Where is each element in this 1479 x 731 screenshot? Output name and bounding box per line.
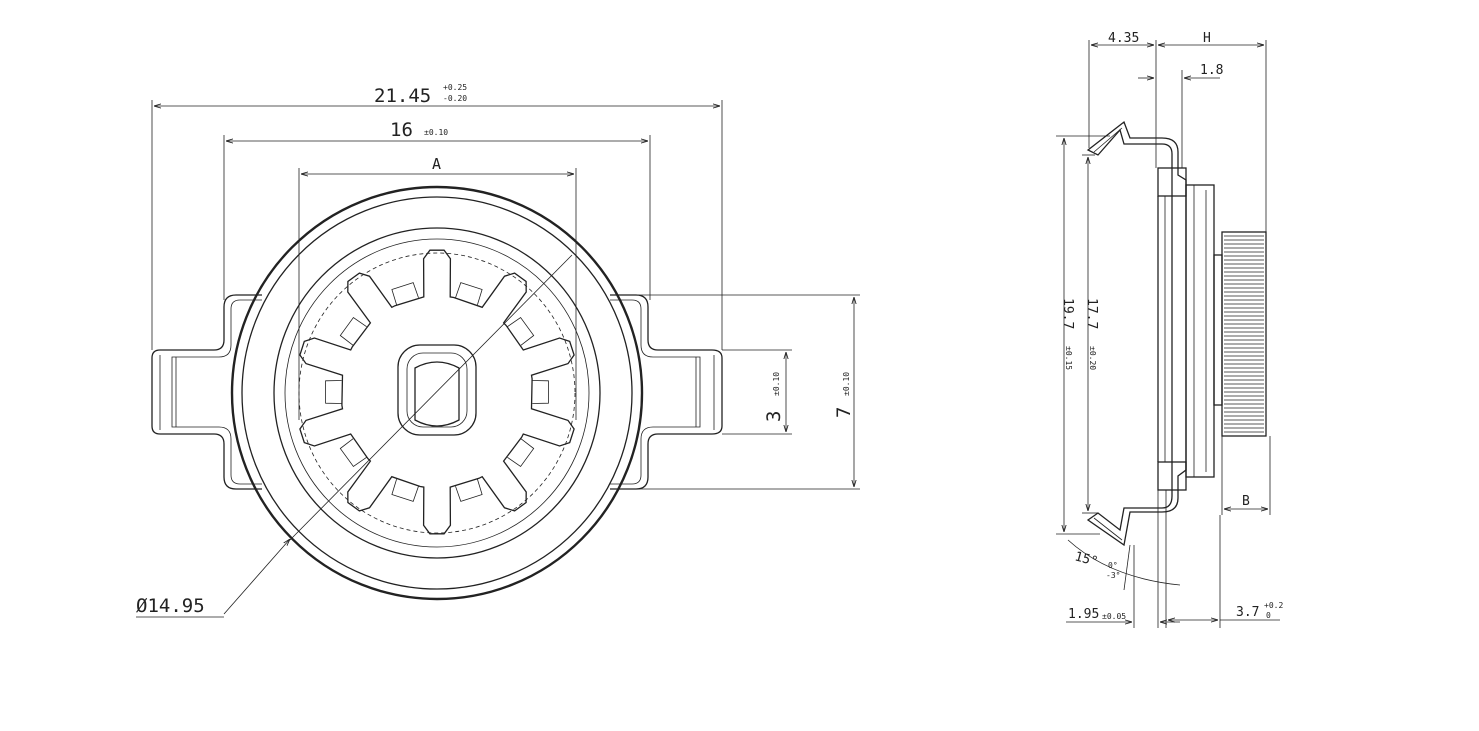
right-mount-tab — [610, 294, 723, 490]
inner-height-dimension: 17.7 ±0.20 — [1082, 154, 1099, 514]
side-profile — [1086, 120, 1215, 547]
rim-thickness-value: 1.8 — [1200, 63, 1223, 78]
clip-angle-tol-lower: -3° — [1106, 571, 1120, 580]
height-dimension-H: H — [1158, 31, 1267, 232]
depth-offset-value: 4.35 — [1108, 31, 1139, 46]
front-view: Ø14.95 21.45 +0.25 -0.20 16 ±0.10 A — [136, 83, 860, 618]
outer-height-tol: ±0.15 — [1064, 346, 1073, 370]
clip-thickness-tol: ±0.05 — [1102, 612, 1126, 621]
left-mount-tab — [151, 294, 262, 490]
overall-width-tol-lower: -0.20 — [443, 94, 467, 103]
gear-offset-value: 3.7 — [1236, 605, 1259, 620]
rim-thickness-dimension: 1.8 — [1138, 63, 1223, 168]
pinion-gear — [299, 249, 575, 535]
gear-width-dimension: B — [1221, 436, 1271, 515]
flange-height-tol: ±0.10 — [842, 372, 851, 396]
gear-width-label: B — [1242, 494, 1250, 509]
tab-height-tol: ±0.10 — [772, 372, 781, 396]
mount-width-value: 16 — [390, 119, 413, 141]
flange-height-value: 7 — [833, 407, 855, 418]
flange-height-dimension: 7 ±0.10 — [636, 294, 860, 490]
overall-width-tol-upper: +0.25 — [443, 83, 467, 92]
clip-angle-tol-upper: 0° — [1108, 561, 1118, 570]
outer-height-value: 19.7 — [1060, 298, 1075, 329]
gear-span-label: A — [432, 155, 441, 173]
depth-offset-dimension: 4.35 — [1088, 31, 1157, 168]
housing — [230, 185, 644, 601]
clip-angle-dimension: 15° 0° -3° — [1067, 539, 1181, 591]
gear-offset-tol-lower: 0 — [1266, 611, 1271, 620]
diameter-label: Ø14.95 — [136, 595, 205, 617]
side-view: 4.35 H 1.8 19.7 ±0.15 17.7 ±0.20 — [1056, 31, 1283, 628]
side-gear — [1213, 231, 1267, 437]
outer-height-dimension: 19.7 ±0.15 — [1056, 135, 1110, 535]
tab-height-dimension: 3 ±0.10 — [722, 349, 792, 435]
mount-width-tol: ±0.10 — [424, 128, 448, 137]
gear-offset-dimension: 3.7 +0.2 0 — [1165, 490, 1283, 628]
inner-height-tol: ±0.20 — [1088, 346, 1097, 370]
gear-offset-tol-upper: +0.2 — [1264, 601, 1283, 610]
clip-thickness-dimension: 1.95 ±0.05 — [1066, 490, 1180, 628]
mount-width-dimension: 16 ±0.10 — [223, 119, 651, 300]
height-label-H: H — [1203, 31, 1211, 46]
diameter-leader: Ø14.95 — [136, 254, 573, 618]
tab-height-value: 3 — [763, 411, 785, 422]
center-hub — [397, 344, 477, 436]
inner-height-value: 17.7 — [1084, 298, 1099, 329]
clip-angle-value: 15° — [1073, 549, 1100, 570]
gear-span-dimension: A — [298, 155, 577, 420]
overall-width-value: 21.45 — [374, 85, 431, 107]
clip-thickness-value: 1.95 — [1068, 607, 1099, 622]
overall-width-dimension: 21.45 +0.25 -0.20 — [151, 83, 723, 350]
